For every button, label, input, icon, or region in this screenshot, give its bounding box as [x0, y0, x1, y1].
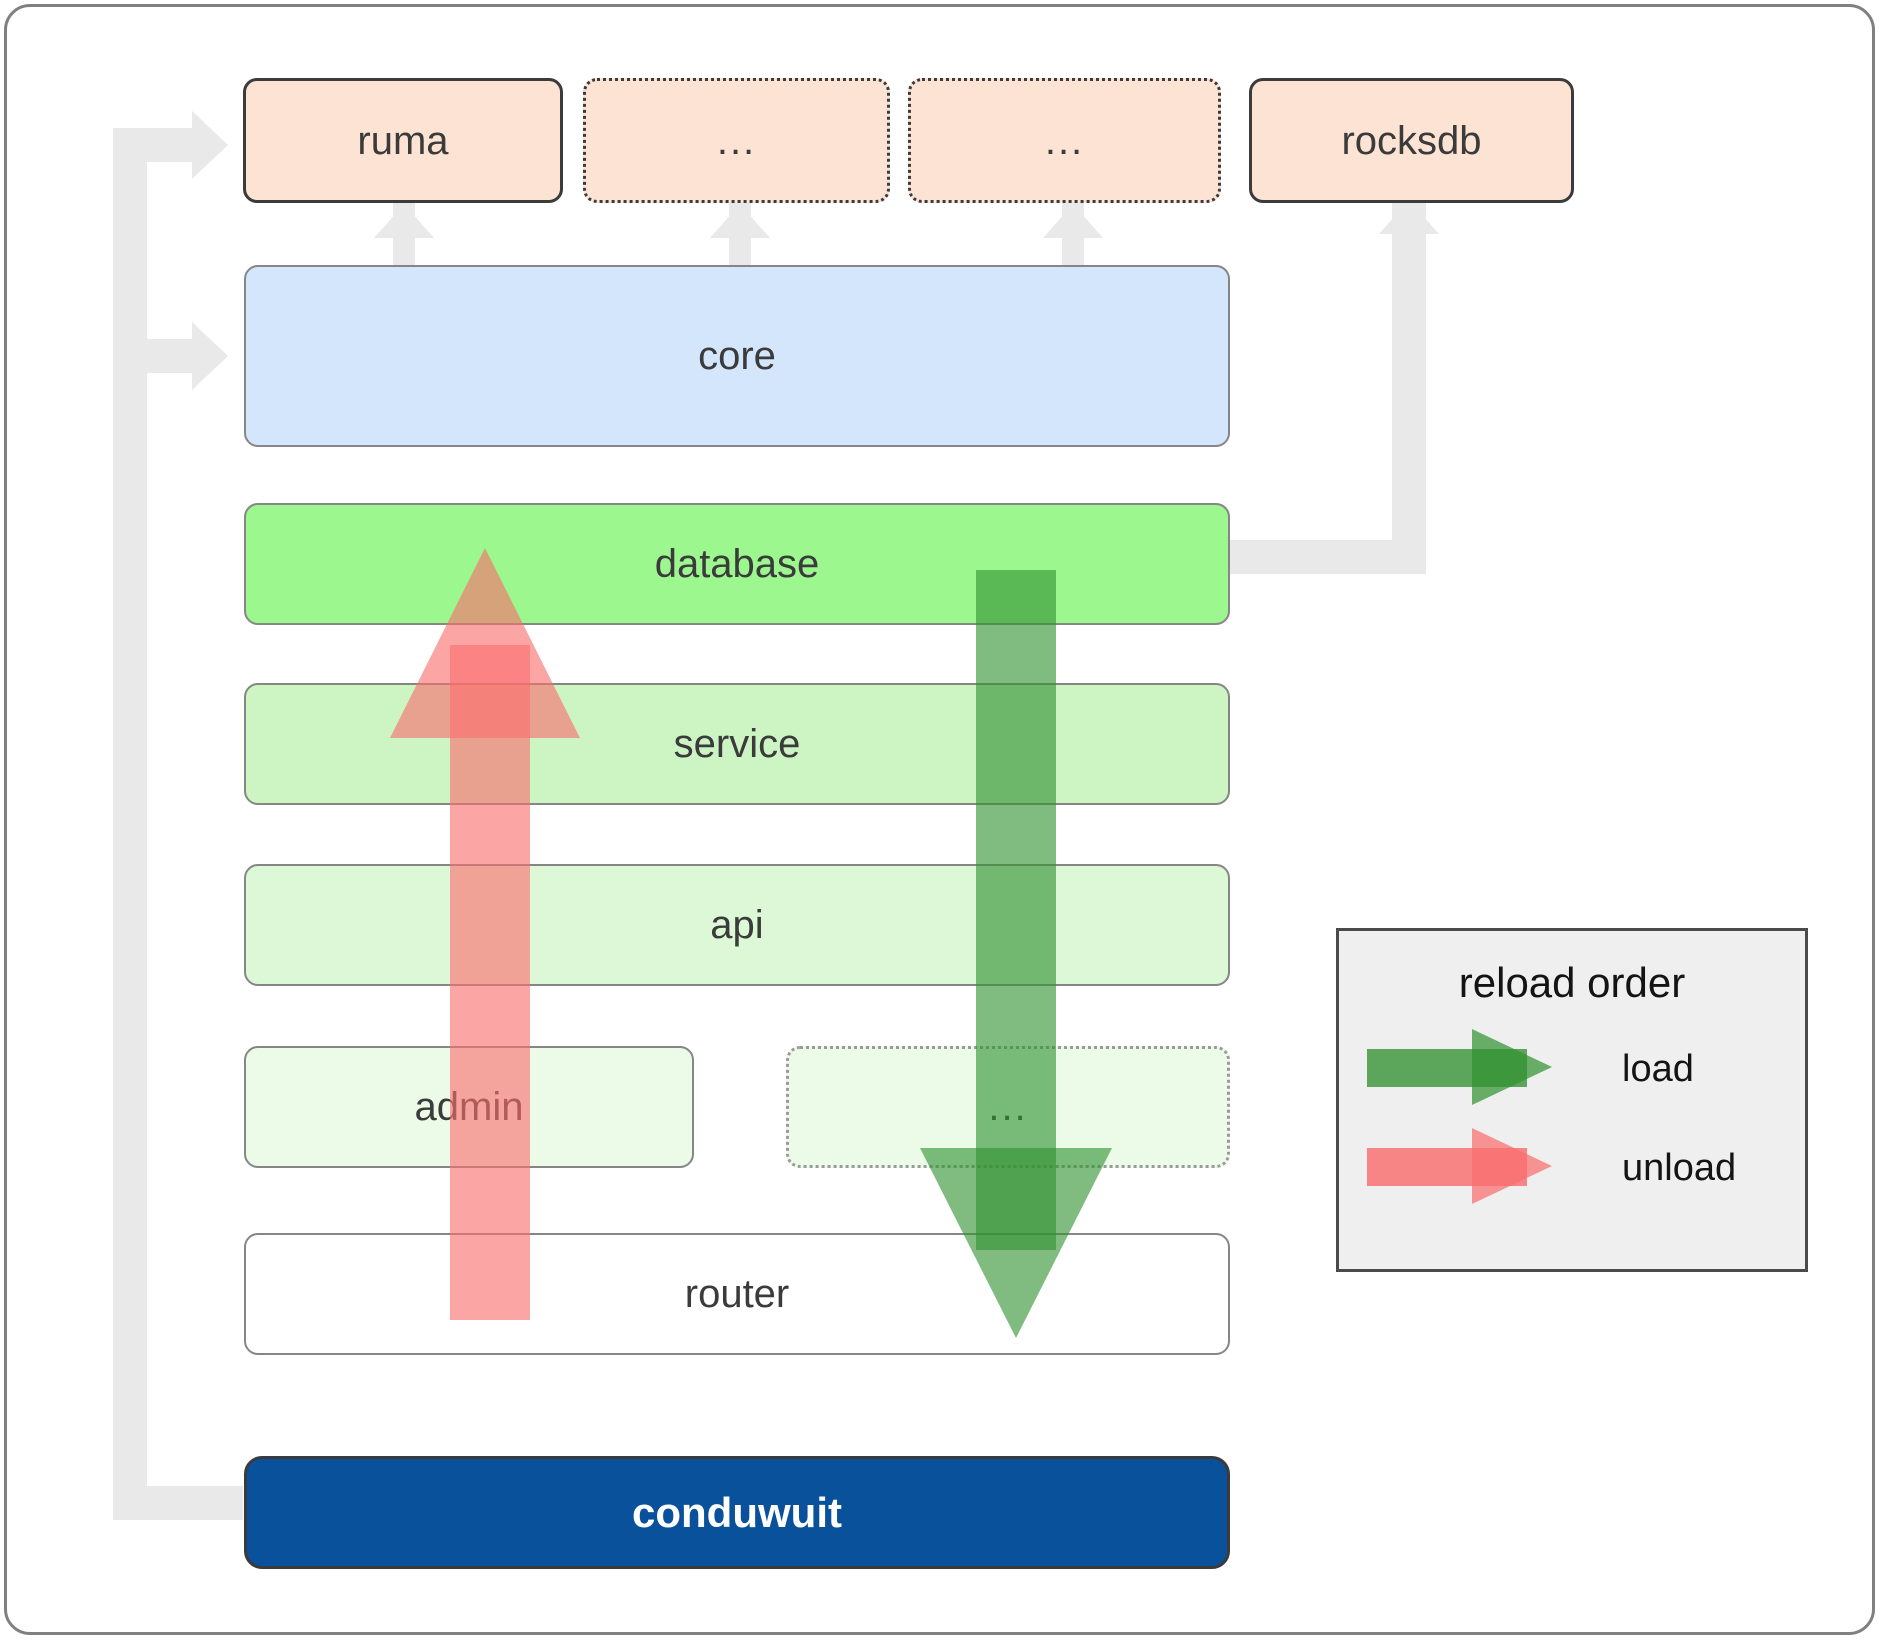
- layer-box-api[interactable]: api: [244, 864, 1230, 986]
- connector-to-ruma-arrowhead: [192, 111, 228, 179]
- connector-database-to-rocksdb-arrowhead: [1379, 200, 1439, 234]
- unload-arrow-shaft: [450, 645, 530, 1320]
- legend-load-arrow-head: [1472, 1029, 1552, 1105]
- dependency-label-dots-1: ...: [716, 118, 757, 163]
- connector-to-core-arrowhead: [192, 322, 228, 390]
- connector-left-vertical-rail: [113, 128, 147, 1520]
- load-arrow-shaft: [976, 570, 1056, 1250]
- dependency-box-rocksdb[interactable]: rocksdb: [1249, 78, 1574, 203]
- connector-database-to-rocksdb-vertical: [1392, 200, 1426, 574]
- dependency-box-dots-2[interactable]: ...: [908, 78, 1221, 203]
- legend-unload-label: unload: [1622, 1147, 1737, 1189]
- legend-unload-arrow-head: [1472, 1128, 1552, 1204]
- connector-core-to-dots1-arrowhead: [710, 204, 770, 238]
- unload-arrow-head: [390, 548, 580, 738]
- layer-label-core: core: [698, 334, 776, 378]
- layer-label-router: router: [684, 1272, 790, 1316]
- layer-label-database: database: [654, 542, 820, 586]
- root-label-conduwuit: conduwuit: [632, 1488, 842, 1536]
- dependency-label-dots-2: ...: [1044, 118, 1085, 163]
- legend-panel: reload order load unload: [1336, 928, 1808, 1272]
- connector-core-to-ruma-arrowhead: [374, 204, 434, 238]
- dependency-box-dots-1[interactable]: ...: [583, 78, 890, 203]
- connector-to-core-horizontal: [113, 339, 193, 373]
- load-arrow-head: [920, 1148, 1112, 1338]
- layer-label-service: service: [673, 722, 801, 766]
- root-box-conduwuit[interactable]: conduwuit: [244, 1456, 1230, 1569]
- dependency-label-rocksdb: rocksdb: [1341, 118, 1482, 163]
- dependency-box-ruma[interactable]: ruma: [243, 78, 563, 203]
- layer-box-core[interactable]: core: [244, 265, 1230, 447]
- connector-left-bottom-stub: [113, 1486, 243, 1520]
- legend-title: reload order: [1458, 959, 1686, 1006]
- layer-label-api: api: [710, 903, 764, 947]
- connector-core-to-dots2-arrowhead: [1043, 204, 1103, 238]
- connector-database-to-rocksdb-horizontal: [1230, 540, 1410, 574]
- connector-to-ruma-horizontal: [113, 128, 193, 162]
- dependency-label-ruma: ruma: [357, 118, 449, 163]
- legend-load-label: load: [1622, 1048, 1694, 1090]
- diagram-frame: [4, 4, 1875, 1635]
